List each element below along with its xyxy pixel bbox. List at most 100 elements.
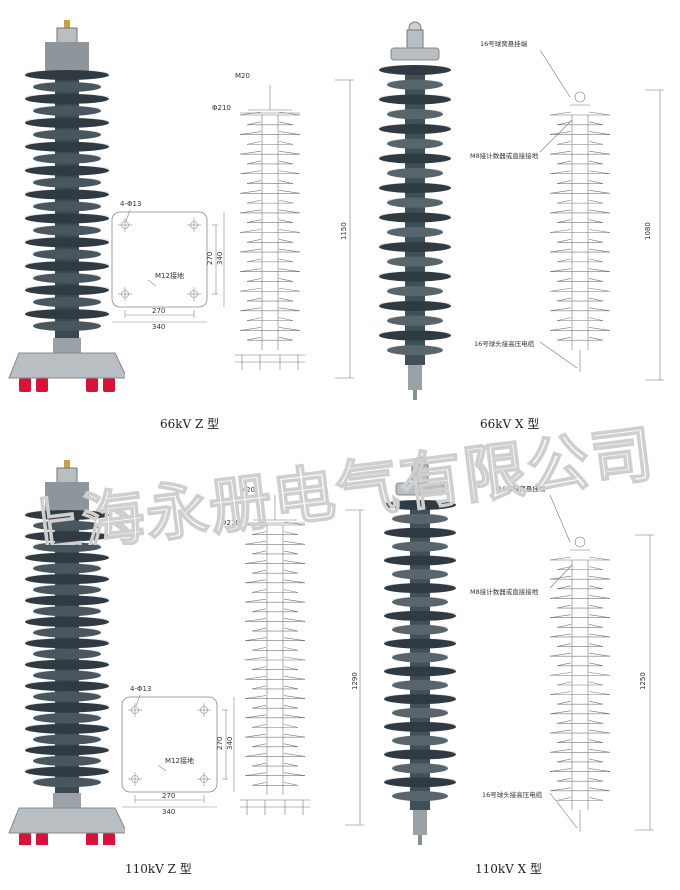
leader-line — [549, 792, 578, 829]
shed-slope — [283, 521, 306, 526]
shed-slope — [278, 336, 294, 341]
arrester-photo-66kv-z — [8, 20, 125, 392]
leader-line — [539, 119, 573, 153]
shed-slope — [549, 150, 572, 155]
shed-slope — [556, 643, 572, 647]
shed-slope — [556, 797, 572, 801]
plate-dim-340-v: 340 — [226, 737, 234, 750]
shed-slope — [251, 531, 267, 535]
shed — [25, 745, 109, 756]
shed-slope — [251, 647, 267, 651]
counter-label: M8接计数器或直接接地 — [470, 587, 539, 596]
leader-line — [549, 494, 571, 543]
shed-slope — [588, 150, 611, 155]
shed-slope — [239, 150, 262, 155]
shed — [25, 723, 109, 734]
shed — [379, 183, 451, 193]
shed — [387, 138, 443, 149]
shed-slope — [251, 782, 267, 786]
shed-slope — [244, 675, 267, 680]
shed-slope — [549, 749, 572, 753]
diameter-label: Φ210 — [212, 104, 231, 112]
shed-slope — [278, 190, 301, 194]
shed-slope — [549, 229, 572, 233]
shed-slope — [556, 121, 572, 126]
shed — [387, 168, 443, 179]
shed-slope — [246, 199, 262, 204]
shed-slope — [239, 111, 262, 116]
shed-slope — [588, 556, 611, 561]
shed-slope — [549, 595, 572, 599]
shed-slope — [283, 733, 306, 738]
shed-slope — [283, 685, 299, 690]
shed-slope — [251, 627, 267, 632]
shed — [33, 691, 101, 702]
shed-slope — [246, 160, 262, 165]
shed-slope — [549, 248, 572, 253]
shed-slope — [246, 278, 262, 282]
shed-slope — [283, 743, 299, 748]
hang-end-label: 16号球窝悬挂端 — [480, 39, 528, 48]
bottom-stud — [413, 390, 417, 400]
arrester-photo-110kv-x — [384, 456, 456, 845]
leader-line — [539, 49, 571, 98]
arrester-photo-110kv-z — [8, 460, 125, 845]
shed — [25, 659, 109, 670]
outline-group — [549, 494, 654, 832]
company-watermark: 上海永册电气有限公司 — [14, 416, 660, 545]
shed-slope — [588, 209, 611, 214]
shed-slope — [588, 336, 604, 341]
shed-slope — [283, 666, 299, 670]
shed — [384, 583, 456, 594]
shed — [25, 189, 109, 200]
shed-slope — [278, 268, 301, 272]
shed-slope — [556, 297, 572, 302]
cable-label: 16号球头接高压电缆 — [482, 790, 543, 799]
shed-slope — [588, 327, 611, 331]
shed-slope — [244, 598, 267, 603]
shed — [33, 734, 101, 745]
shed-slope — [283, 714, 306, 719]
shed-slope — [549, 327, 572, 331]
shed-slope — [549, 691, 572, 695]
top-cap — [45, 42, 89, 72]
shed-slope — [246, 317, 262, 321]
shed-slope — [278, 258, 294, 263]
shed-slope — [588, 180, 604, 184]
shed-slope — [549, 652, 572, 657]
shed-slope — [588, 111, 611, 116]
shed-slope — [244, 637, 267, 642]
bottom-fitting — [413, 810, 427, 835]
shed — [33, 542, 101, 553]
caption-66kv-x: 66kV X 型 — [480, 417, 540, 431]
shed-slope — [588, 681, 604, 686]
shed — [25, 309, 109, 320]
shed-slope — [244, 753, 267, 757]
shed — [384, 749, 456, 760]
shed-slope — [556, 199, 572, 204]
shed — [25, 638, 109, 649]
shed-slope — [588, 710, 611, 715]
shed-slope — [588, 700, 604, 705]
shed-slope — [278, 121, 294, 126]
base-plate — [8, 352, 125, 379]
shed-slope — [549, 575, 572, 580]
shed — [25, 552, 109, 563]
shed-slope — [588, 662, 604, 667]
outline-group — [235, 79, 354, 379]
shed — [387, 286, 443, 297]
shed — [25, 70, 109, 80]
plate-dim-340-h: 340 — [162, 808, 175, 815]
shed-slope — [239, 131, 262, 135]
shed-slope — [588, 258, 604, 263]
shed-slope — [588, 720, 604, 724]
shed-slope — [244, 579, 267, 584]
ball-socket-outline — [574, 536, 586, 548]
shed-slope — [588, 739, 604, 743]
shed — [384, 777, 456, 788]
shed — [33, 606, 101, 617]
shed — [33, 584, 101, 595]
shed — [379, 94, 451, 105]
shed — [33, 777, 101, 788]
shed-slope — [278, 199, 294, 204]
